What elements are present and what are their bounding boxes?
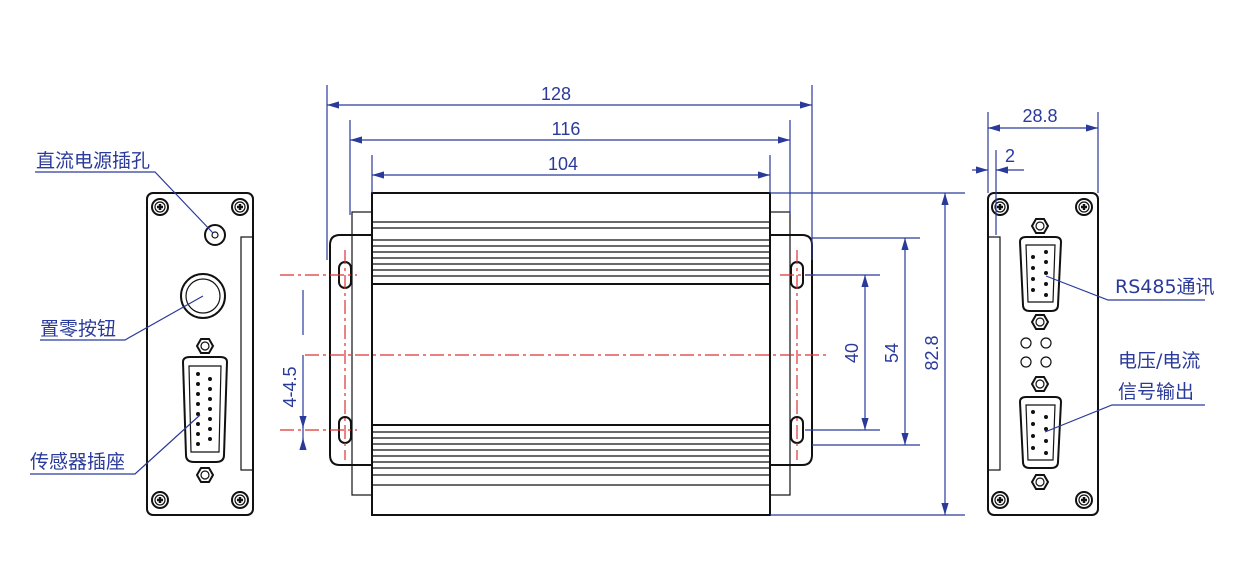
dim-116: 116	[552, 119, 581, 139]
dim-40: 40	[842, 343, 862, 363]
screw-icon	[230, 197, 250, 217]
label-rs485: RS485通讯	[1115, 276, 1215, 298]
dim-128: 128	[541, 84, 571, 104]
right-end-view: 28.8 2 RS485通讯 电压/电流 信号输出	[972, 106, 1215, 516]
label-zero-button: 置零按钮	[40, 318, 116, 340]
db9-rs485-connector-icon	[1018, 236, 1063, 312]
dim-54: 54	[882, 343, 902, 363]
dim-slot: 4-4.5	[280, 366, 300, 407]
label-dc-jack: 直流电源插孔	[36, 150, 150, 172]
db15-connector-icon	[181, 356, 229, 463]
dim-82-8: 82.8	[922, 335, 942, 370]
label-output-line1: 电压/电流	[1118, 350, 1200, 372]
dim-2: 2	[1005, 146, 1015, 166]
led-indicator-icon	[1020, 337, 1052, 368]
zero-button-icon	[180, 273, 226, 319]
front-view: 128 116 104 40 54 82.8 4-4.5	[280, 84, 965, 516]
label-sensor-socket: 传感器插座	[30, 451, 125, 473]
dim-28-8: 28.8	[1022, 106, 1057, 126]
left-end-view: 直流电源插孔 置零按钮 传感器插座	[30, 150, 254, 516]
dim-104: 104	[548, 154, 578, 174]
screw-icon	[230, 490, 250, 510]
screw-icon	[150, 490, 170, 510]
mounting-slot-icon	[338, 261, 804, 444]
db9-output-connector-icon	[1018, 396, 1063, 469]
dc-jack-icon	[204, 224, 226, 246]
label-output-line2: 信号输出	[1118, 381, 1194, 403]
screw-icon	[150, 197, 170, 217]
